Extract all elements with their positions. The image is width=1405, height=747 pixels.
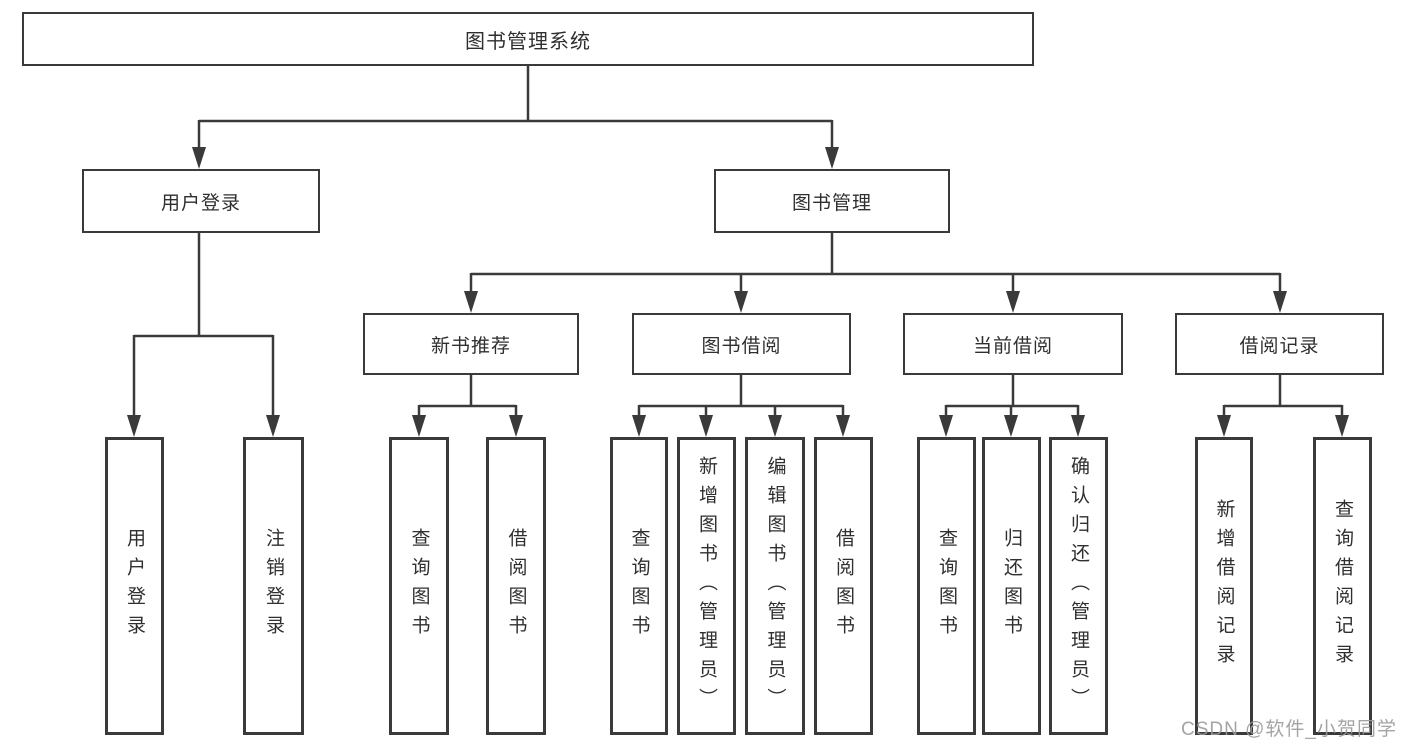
node-book-management: 图书管理: [714, 169, 950, 233]
node-book-borrow: 图书借阅: [632, 313, 851, 375]
node-label: 图书借阅: [701, 335, 782, 357]
node-root-system: 图书管理系统: [22, 12, 1034, 66]
node-label: 借阅记录: [1239, 335, 1320, 357]
leaf-logout: 注销登录: [243, 437, 304, 735]
leaf-label: 新增图书（管理员）: [696, 455, 717, 717]
node-label: 当前借阅: [972, 335, 1053, 357]
leaf-confirm-return-admin: 确认归还（管理员）: [1049, 437, 1108, 735]
leaf-label: 新增借阅记录: [1213, 499, 1235, 673]
leaf-label: 借阅图书: [505, 528, 527, 644]
csdn-watermark: CSDN @软件_小贺同学: [1181, 719, 1397, 740]
leaf-label: 注销登录: [263, 528, 284, 644]
leaf-user-login: 用户登录: [105, 437, 164, 735]
node-root-label: 图书管理系统: [465, 30, 591, 53]
leaf-edit-book-admin: 编辑图书（管理员）: [745, 437, 805, 735]
leaf-label: 用户登录: [124, 528, 145, 644]
leaf-label: 查询图书: [408, 528, 430, 644]
node-current-borrow: 当前借阅: [903, 313, 1123, 375]
node-label: 用户登录: [160, 192, 241, 214]
leaf-return-book: 归还图书: [982, 437, 1041, 735]
leaf-label: 查询图书: [936, 528, 957, 644]
node-label: 图书管理: [791, 192, 872, 214]
leaf-current-query-books: 查询图书: [917, 437, 976, 735]
node-label: 新书推荐: [430, 335, 511, 357]
node-user-login-branch: 用户登录: [82, 169, 320, 233]
leaf-newbook-borrow-books: 借阅图书: [486, 437, 546, 735]
node-borrow-records: 借阅记录: [1175, 313, 1384, 375]
leaf-label: 查询借阅记录: [1332, 499, 1353, 673]
leaf-label: 编辑图书（管理员）: [764, 455, 786, 717]
leaf-borrow-book: 借阅图书: [814, 437, 873, 735]
leaf-label: 确认归还（管理员）: [1068, 455, 1089, 717]
leaf-label: 查询图书: [628, 528, 650, 644]
leaf-add-book-admin: 新增图书（管理员）: [677, 437, 736, 735]
leaf-newbook-query-books: 查询图书: [389, 437, 449, 735]
leaf-label: 借阅图书: [833, 528, 854, 644]
leaf-add-borrow-record: 新增借阅记录: [1195, 437, 1253, 735]
leaf-borrow-query-books: 查询图书: [610, 437, 668, 735]
leaf-label: 归还图书: [1001, 528, 1022, 644]
node-new-book-recommend: 新书推荐: [363, 313, 579, 375]
leaf-query-borrow-record: 查询借阅记录: [1313, 437, 1372, 735]
